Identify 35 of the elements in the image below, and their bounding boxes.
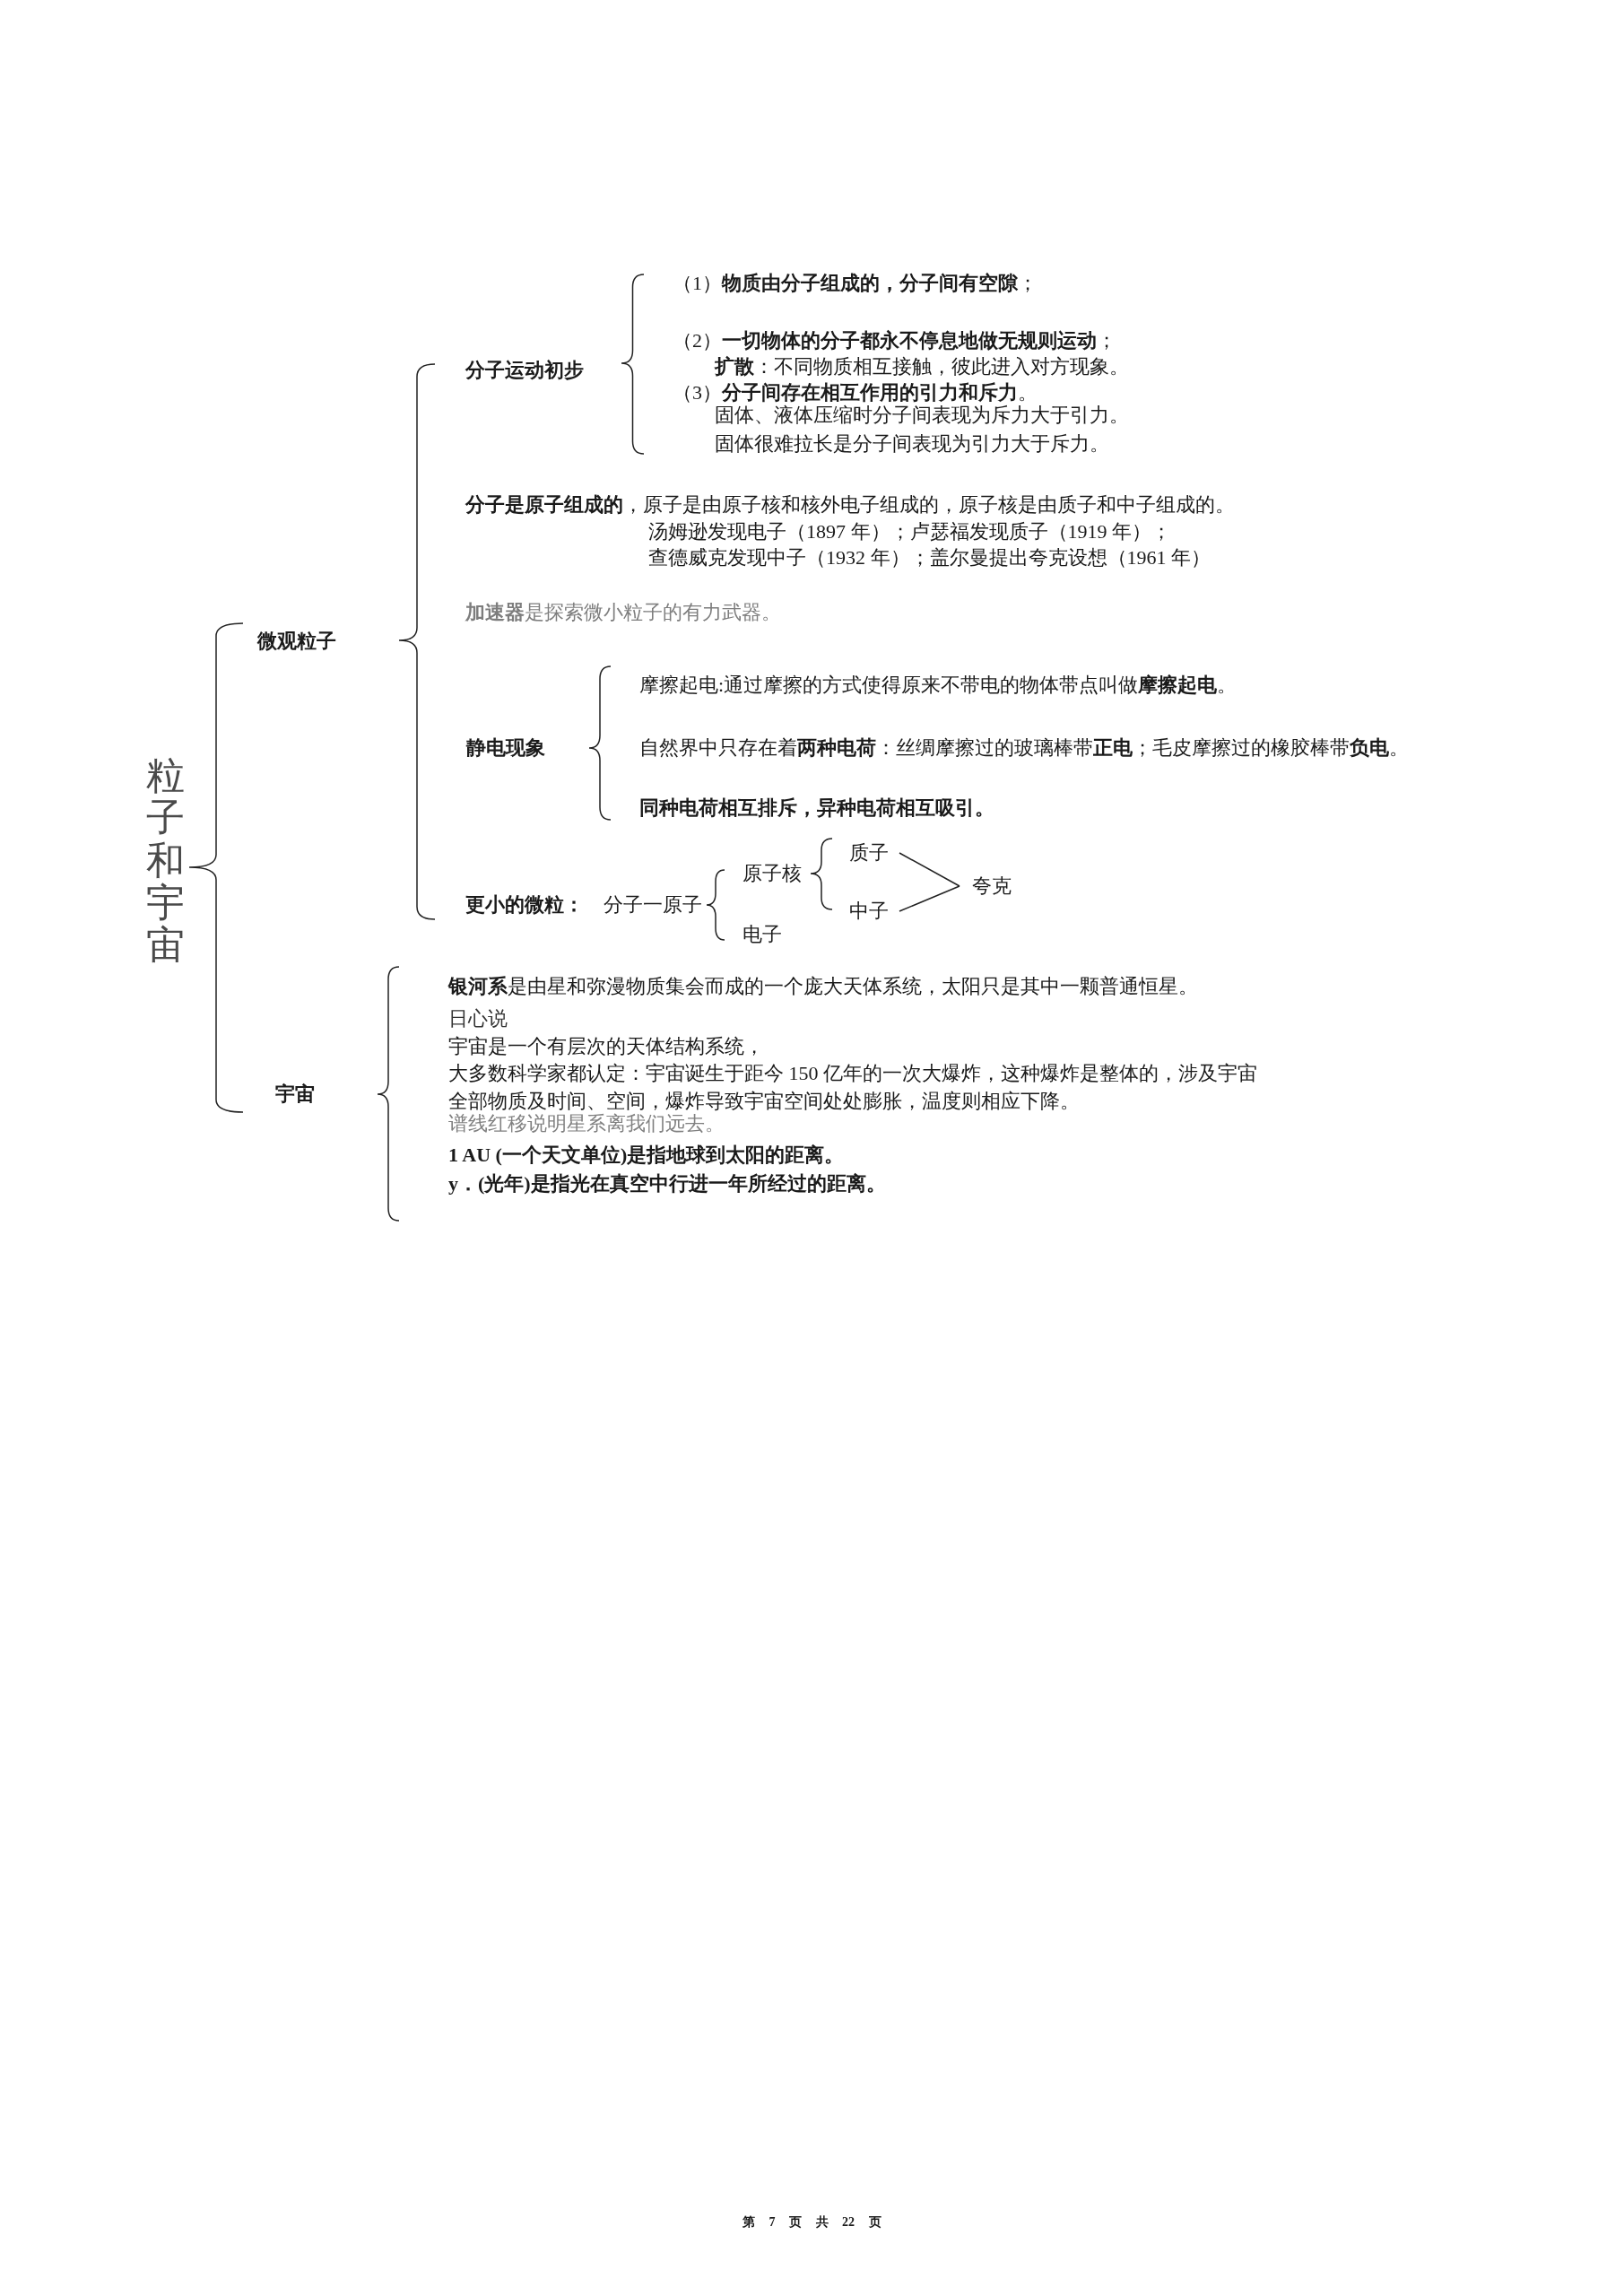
note-text: 1 AU (一个天文单位)是指地球到太阳的距离。 (448, 1144, 845, 1167)
note-text: 固体、液体压缩时分子间表现为斥力大于引力。 (715, 404, 1129, 427)
connector-line (899, 852, 960, 887)
note-text: 汤姆逊发现电子（1897 年）；卢瑟福发现质子（1919 年）； (648, 520, 1171, 544)
note-text: 分子是原子组成的，原子是由原子核和核外电子组成的，原子核是由质子和中子组成的。 (465, 493, 1235, 517)
branch-label: 分子运动初步 (465, 359, 584, 382)
note-text: 原子核 (743, 862, 802, 885)
branch-label: 夸克 (960, 874, 1012, 898)
branch-label: 质子 (849, 841, 899, 865)
note-text: 固体很难拉长是分子间表现为引力大于斥力。 (715, 432, 1109, 456)
note-text: 宇宙是一个有层次的天体结构系统， (448, 1035, 764, 1058)
note-text: 摩擦起电:通过摩擦的方式使得原来不带电的物体带点叫做摩擦起电。 (639, 674, 1238, 697)
root-topic: 粒子和宇宙 (146, 754, 185, 967)
connector-line (899, 885, 960, 912)
page-number: 第 7 页 共 22 页 (743, 2214, 881, 2231)
note-text: 大多数科学家都认定：宇宙诞生于距今 150 亿年的一次大爆炸，这种爆炸是整体的，涉及宇宙全部物质及时间、空间，爆炸导致宇宙空间处处膨胀，温度则相应下降。 (448, 1061, 1258, 1113)
note-text: 银河系是由星和弥漫物质集会而成的一个庞大天体系统，太阳只是其中一颗普通恒星。 (448, 975, 1198, 998)
note-text: 日心说 (448, 1007, 508, 1031)
note-text: 电子 (743, 923, 782, 946)
branch-label: 更小的微粒： (465, 893, 584, 917)
note-text: 查德威克发现中子（1932 年）；盖尔曼提出夸克设想（1961 年） (648, 546, 1211, 570)
note-text: 加速器是探索微小粒子的有力武器。 (465, 601, 781, 624)
note-text: 谱线红移说明星系离我们远去。 (448, 1112, 725, 1135)
note-text: （1）物质由分子组成的，分子间有空隙； (673, 272, 1038, 295)
note-text: （2）一切物体的分子都永不停息地做无规则运动； (673, 329, 1116, 352)
note-text: 自然界中只存在着两种电荷：丝绸摩擦过的玻璃棒带正电；毛皮摩擦过的橡胶棒带负电。 (639, 736, 1409, 760)
branch-label: 静电现象 (466, 736, 545, 760)
note-text: （3）分子间存在相互作用的引力和斥力。 (673, 381, 1038, 404)
note-text: y．(光年)是指光在真空中行进一年所经过的距离。 (448, 1172, 886, 1196)
note-text: 扩散：不同物质相互接触，彼此进入对方现象。 (715, 355, 1129, 378)
note-text: 分子一原子 (604, 893, 702, 917)
note-text: 同种电荷相互排斥，异种电荷相互吸引。 (639, 796, 994, 820)
branch-label: 宇宙 (275, 1083, 315, 1106)
branch-label: 微观粒子 (257, 630, 336, 653)
branch-label: 中子 (849, 900, 899, 923)
